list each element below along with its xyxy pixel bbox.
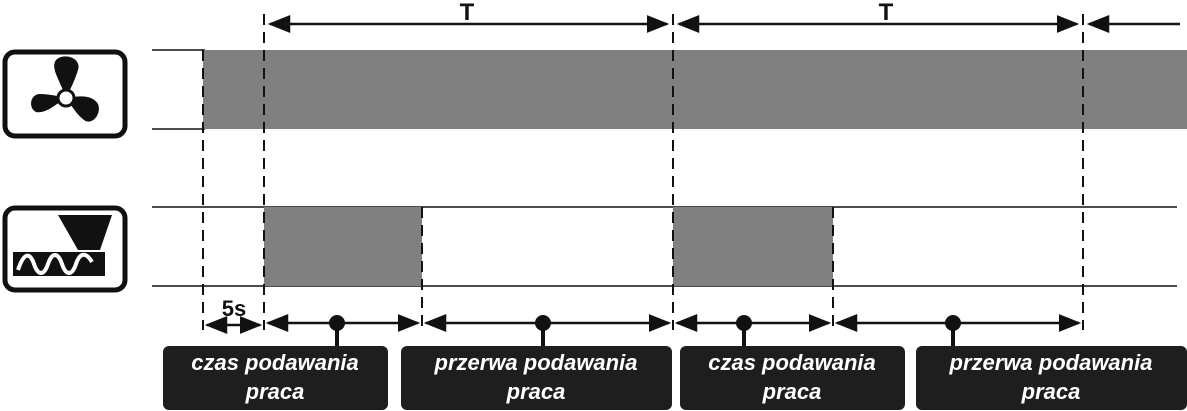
- segment-label-3-line2: praca: [762, 379, 822, 404]
- startup-delay-label: 5s: [222, 296, 246, 321]
- segment-label-3: czas podawania praca: [680, 346, 905, 410]
- period-label-2: T: [879, 0, 894, 26]
- fan-icon: [2, 49, 128, 139]
- segment-label-3-line1: czas podawania: [708, 350, 876, 375]
- dashed-guides: [202, 14, 1084, 330]
- feeder-active-bar-2: [673, 207, 833, 286]
- fan-active-bar: [203, 50, 1187, 129]
- callout-connectors: [329, 315, 961, 346]
- segment-label-1-line2: praca: [245, 379, 305, 404]
- screw-feeder-icon: [2, 205, 128, 293]
- segment-label-2-line1: przerwa podawania: [434, 350, 638, 375]
- period-label-1: T: [460, 0, 475, 26]
- segment-label-4: przerwa podawania praca: [916, 346, 1187, 410]
- segment-label-4-line2: praca: [1021, 379, 1081, 404]
- segment-label-1-line1: czas podawania: [191, 350, 359, 375]
- segment-label-1: czas podawania praca: [163, 346, 388, 410]
- segment-label-2: przerwa podawania praca: [401, 346, 672, 410]
- feeder-active-bar-1: [264, 207, 422, 286]
- segment-label-2-line2: praca: [506, 379, 566, 404]
- segment-label-4-line1: przerwa podawania: [949, 350, 1153, 375]
